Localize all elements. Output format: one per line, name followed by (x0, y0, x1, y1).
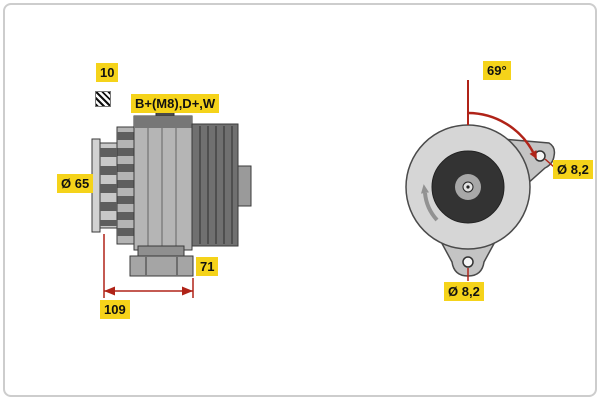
arrowhead-left (104, 286, 115, 296)
mounting-lug-top-right (506, 138, 556, 183)
angle-arc (467, 111, 535, 153)
fan-stack (116, 126, 135, 245)
fan-blade (117, 132, 134, 140)
pulley-groove-band (100, 148, 117, 157)
alternator-front-view (405, 80, 556, 281)
pulley-groove-band (100, 184, 117, 193)
mounting-foot (129, 245, 194, 277)
label-hole-bottom-diameter: Ø 8,2 (444, 282, 484, 301)
front-housing (133, 115, 193, 251)
lug-hole-bottom (462, 256, 474, 268)
foot-lower (129, 255, 194, 277)
rotation-arrow (421, 184, 439, 222)
label-terminals: B+(M8),D+,W (131, 94, 220, 113)
pulley (91, 138, 118, 233)
fan-blade (117, 212, 134, 220)
alternator-side-view (91, 109, 252, 298)
rotation-arrow-arc (423, 192, 439, 222)
label-angle-69: 69° (483, 61, 511, 80)
label-overall-length-109: 109 (100, 300, 130, 319)
fan-blade (117, 196, 134, 204)
label-pulley-diameter: Ø 65 (57, 174, 94, 193)
pulley-groove-band (100, 220, 117, 226)
pulley-flange (91, 138, 101, 233)
fan-blade (117, 164, 134, 172)
pulley-groove-band (100, 166, 117, 175)
fan-blade (117, 228, 134, 236)
rear-boss (237, 165, 252, 207)
rear-housing (191, 123, 239, 247)
angle-arrowhead (529, 150, 537, 160)
rotation-arrowhead (421, 184, 429, 194)
fan-blade (117, 148, 134, 156)
angle-annotation-69 (467, 80, 537, 160)
label-mount-width-71: 71 (196, 257, 219, 276)
dimension-109 (103, 234, 194, 298)
fan-blade (117, 180, 134, 188)
leader-line-hole-right (544, 158, 555, 168)
label-shaft-size: 10 (96, 63, 119, 82)
pulley-groove-band (100, 202, 117, 211)
arrowhead-right (182, 286, 193, 296)
front-housing-top-band (134, 116, 192, 128)
label-hole-right-diameter: Ø 8,2 (553, 160, 593, 179)
shaft-center-dot (466, 185, 470, 189)
hatch-square-icon (95, 91, 111, 107)
